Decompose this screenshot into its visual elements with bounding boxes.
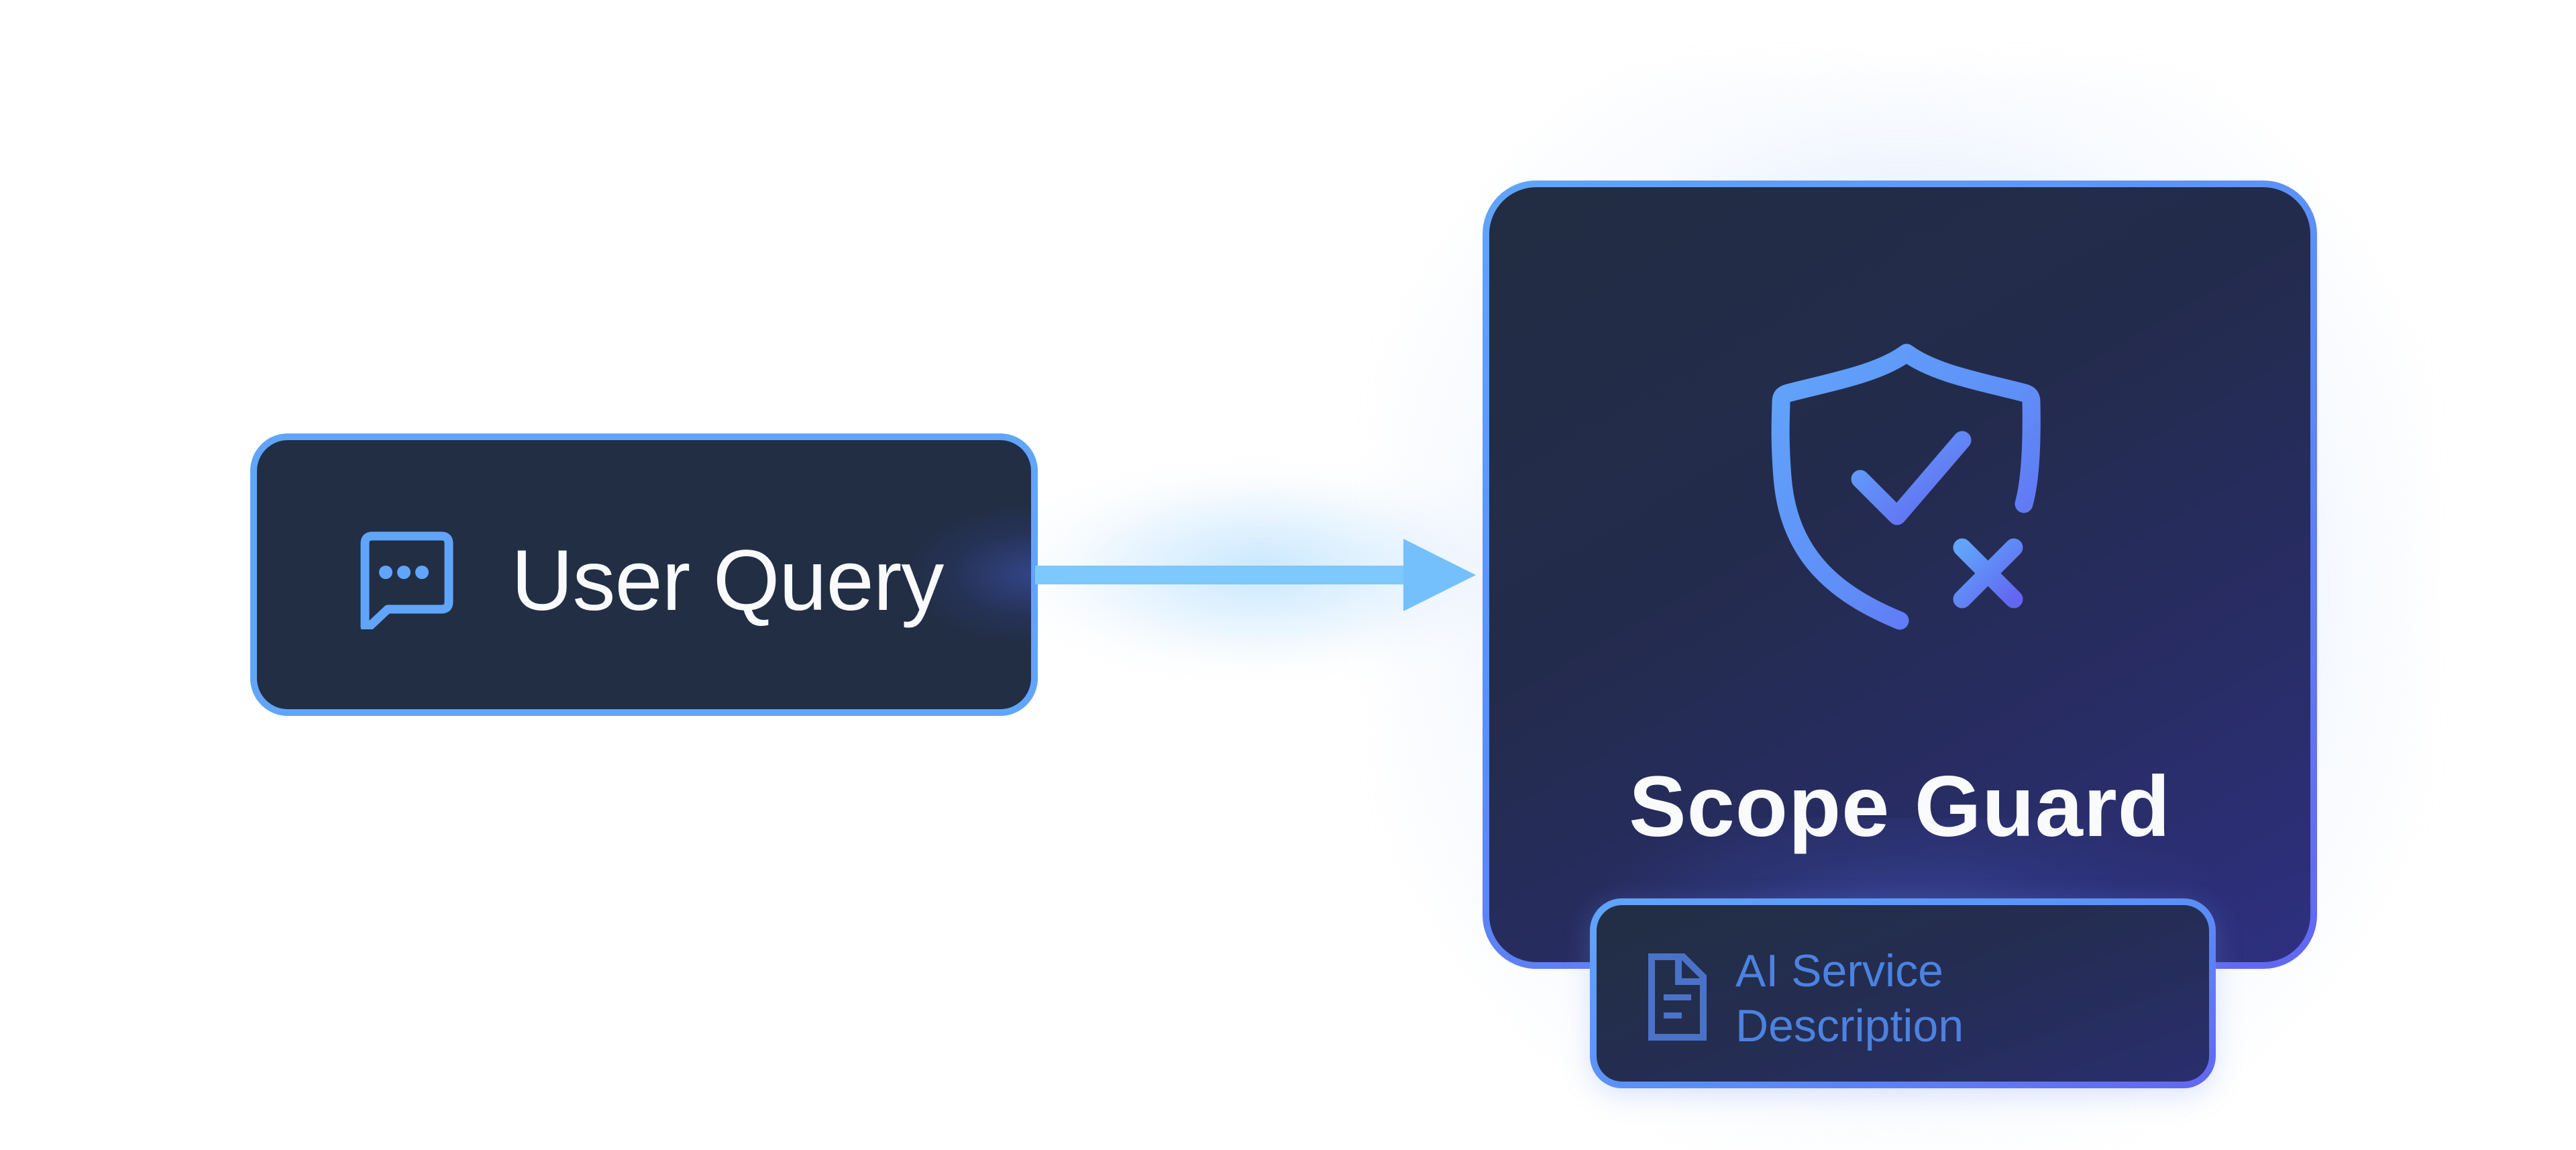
document-icon: [1648, 953, 1707, 1041]
edge-origin-glow: [910, 507, 1031, 641]
user-query-label: User Query: [511, 533, 944, 629]
scope-guard-title: Scope Guard: [1629, 759, 2171, 855]
ai-service-description-label: AI Service Description: [1735, 943, 1964, 1053]
description-line-1: AI Service: [1735, 945, 1943, 996]
user-query-node: User Query: [250, 433, 1038, 716]
scope-guard-node: Scope Guard: [1483, 180, 2317, 969]
chat-bubble-dots-icon: [360, 531, 453, 629]
description-line-2: Description: [1735, 1000, 1964, 1051]
shield-check-x-icon: [1771, 344, 2041, 630]
flow-arrow: [1035, 539, 1476, 611]
ai-service-description-node: AI Service Description: [1590, 898, 2216, 1088]
